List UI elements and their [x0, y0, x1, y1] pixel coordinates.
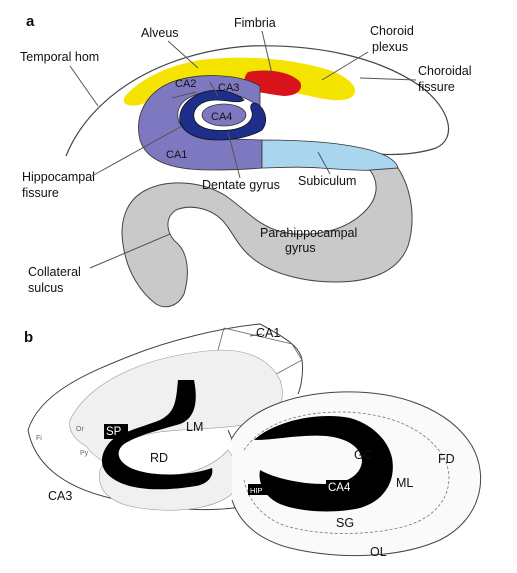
ca4-label-box — [326, 480, 356, 495]
label-collateral-sulcus-2: sulcus — [28, 281, 63, 295]
label-parahippocampal-1: Parahippocampal — [260, 226, 357, 240]
label-ml: ML — [396, 476, 413, 490]
label-or: Or — [76, 426, 84, 433]
label-ca3: CA3 — [218, 82, 239, 94]
leader-subiculum — [317, 151, 331, 175]
label-hip: HIP — [250, 486, 263, 495]
label-gc: GC — [354, 448, 373, 462]
leader-hippocampal-fissure — [91, 125, 183, 177]
label-ca1: CA1 — [166, 149, 187, 161]
label-alveus: Alveus — [141, 26, 179, 40]
label-fimbria: Fimbria — [234, 16, 276, 30]
label-dentate-gyrus: Dentate gyrus — [202, 178, 280, 192]
leader-fimbria — [261, 30, 273, 75]
label-lm: LM — [186, 420, 203, 434]
subiculum-region — [261, 139, 399, 171]
label-ca4: CA4 — [211, 111, 232, 123]
label-fd: FD — [438, 452, 455, 466]
label-sp: SP — [106, 426, 122, 438]
label-parahippocampal-2: gyrus — [285, 241, 316, 255]
label-sg: SG — [336, 516, 354, 530]
panel-b-letter: b — [24, 329, 33, 346]
parahippocampal-region — [121, 167, 413, 308]
sp-label-box — [104, 424, 128, 439]
hippocampus-outer-outline — [27, 323, 303, 431]
leader-choroidal-fissure — [359, 77, 417, 81]
label-rd: RD — [150, 451, 168, 465]
ca-boundary-lines — [171, 81, 219, 99]
label-subiculum: Subiculum — [298, 174, 356, 188]
leader-temporal-horn — [69, 65, 99, 107]
panel-a-letter: a — [26, 13, 35, 30]
label-collateral-sulcus-1: Collateral — [28, 265, 81, 279]
label-hippocampal-fissure-1: Hippocampal — [22, 170, 95, 184]
label-choroid-plexus-1: Choroid — [370, 24, 414, 38]
label-py: Py — [80, 450, 89, 457]
label-choroidal-fissure-2: fissure — [418, 80, 455, 94]
leader-alveus — [167, 40, 199, 69]
panel-b: b CA1 CA3 SP LM RD CA4 GC ML FD SG OL H — [24, 323, 482, 559]
hip-label-box — [248, 484, 268, 495]
granule-cell-layer — [254, 416, 393, 512]
label-fi: Fi — [36, 435, 42, 442]
fascia-dentata-outline — [231, 391, 482, 557]
molecular-layer-outline — [243, 411, 450, 534]
label-ca2: CA2 — [175, 78, 196, 90]
label-ca3-b: CA3 — [48, 489, 72, 503]
leader-dentate-gyrus — [227, 131, 241, 179]
label-hippocampal-fissure-2: fissure — [22, 186, 59, 200]
leader-choroid-plexus — [321, 51, 369, 81]
ca4-region — [201, 103, 247, 127]
panel-a: a Temporal hom Alveus Fimbria Choroid pl… — [20, 13, 472, 308]
dentate-gyrus-region — [179, 90, 266, 141]
label-temporal-horn: Temporal hom — [20, 50, 99, 64]
stratum-pyramidale-band — [101, 380, 213, 490]
label-ol: OL — [370, 545, 387, 559]
leader-ca1-b — [249, 333, 263, 337]
label-choroid-plexus-2: plexus — [372, 40, 408, 54]
leader-collateral-sulcus — [89, 233, 171, 269]
label-choroidal-fissure-1: Choroidal — [418, 64, 472, 78]
label-ca1-b: CA1 — [256, 326, 280, 340]
label-ca4-b: CA4 — [328, 482, 351, 494]
